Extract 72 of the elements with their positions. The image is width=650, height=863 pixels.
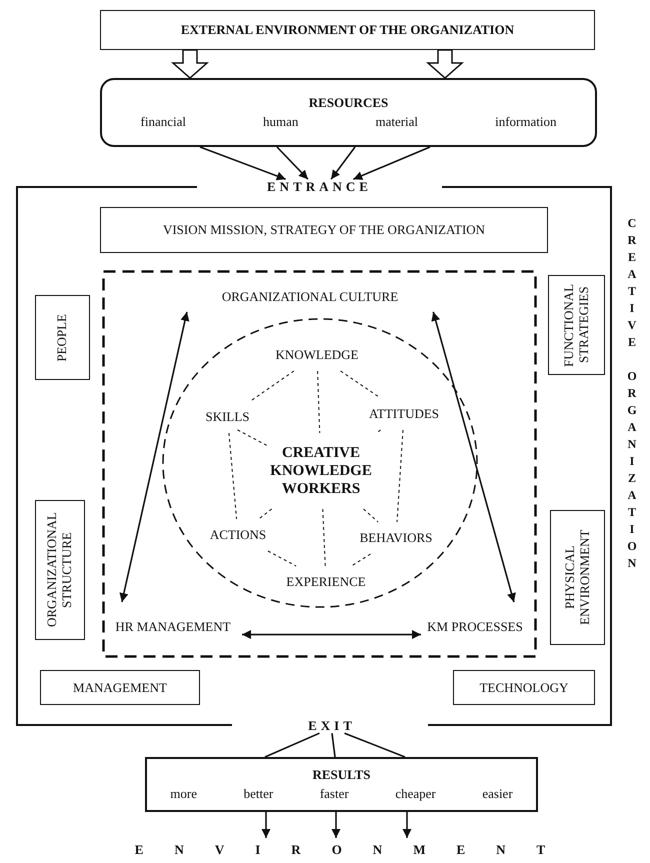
attribute-label: BEHAVIORS — [346, 527, 446, 549]
concept-label: KM PROCESSES — [425, 606, 525, 648]
category-label: information — [495, 114, 556, 130]
dashed-circle — [162, 318, 478, 608]
exit-label: EXIT — [232, 712, 428, 740]
strategy-box — [100, 207, 548, 253]
connector-line — [264, 732, 320, 758]
attribute-label: ATTITUDES — [355, 403, 453, 425]
arrow — [262, 812, 270, 838]
attribute-label: ACTIONS — [198, 524, 278, 546]
factor-box — [35, 295, 90, 380]
category-label: more — [170, 786, 198, 802]
arrow — [119, 312, 190, 602]
factor-box — [550, 510, 605, 645]
box-text: FUNCTIONAL STRATEGIES — [562, 282, 592, 369]
resources-box — [100, 78, 597, 147]
category-label: material — [375, 114, 418, 130]
environment-label: ENVIRONMENT — [110, 838, 570, 862]
attribute-label: EXPERIENCE — [272, 571, 380, 593]
arrow — [332, 812, 340, 838]
factor-box — [548, 275, 605, 375]
center-label: CREATIVE KNOWLEDGE WORKERS — [262, 438, 380, 504]
arrow — [330, 146, 356, 180]
arrow — [431, 312, 516, 602]
arrow — [200, 146, 286, 180]
attribute-label: KNOWLEDGE — [262, 344, 372, 366]
box-text: MANAGEMENT — [73, 680, 167, 696]
category-label: cheaper — [395, 786, 436, 802]
box-heading: RESOURCES — [308, 95, 388, 111]
category-label: faster — [320, 786, 349, 802]
arrow — [402, 812, 412, 838]
dotted-line — [267, 550, 297, 566]
dotted-line — [258, 508, 272, 520]
concept-label: HR MANAGEMENT — [108, 606, 238, 648]
arrow — [242, 630, 421, 640]
category-label: human — [263, 114, 298, 130]
dotted-line — [228, 432, 238, 520]
dotted-line — [396, 430, 404, 522]
box-heading: RESULTS — [312, 767, 371, 783]
dotted-line — [317, 370, 320, 434]
category-label: easier — [482, 786, 513, 802]
block-arrow — [426, 49, 464, 79]
arrow — [276, 146, 309, 180]
dashed-frame — [102, 270, 537, 658]
category-label: financial — [140, 114, 186, 130]
dotted-line — [376, 430, 382, 434]
factor-box — [40, 670, 200, 705]
connector-line — [344, 732, 406, 758]
connector-line — [331, 733, 336, 758]
heading-box — [100, 10, 595, 50]
category-label: better — [244, 786, 274, 802]
dotted-line — [250, 370, 294, 402]
factor-box — [35, 500, 85, 640]
vertical-title: CREATIVE ORGANIZATION — [624, 216, 639, 575]
arrow — [353, 146, 430, 180]
concept-label: ORGANIZATIONAL CULTURE — [180, 286, 440, 308]
box-text: VISION MISSION, STRATEGY OF THE ORGANIZATION — [162, 222, 486, 238]
dotted-line — [340, 370, 381, 398]
factor-box — [453, 670, 595, 705]
box-text: EXTERNAL ENVIRONMENT OF THE ORGANIZATION — [180, 22, 514, 38]
dotted-line — [363, 508, 379, 522]
entrance-label: ENTRANCE — [195, 172, 440, 202]
dotted-line — [237, 429, 268, 447]
box-text: ORGANIZATIONAL STRUCTURE — [45, 512, 75, 630]
box-text: PEOPLE — [55, 314, 70, 362]
dotted-line — [322, 508, 326, 566]
box-text: TECHNOLOGY — [480, 680, 568, 696]
dotted-line — [350, 554, 372, 566]
results-box — [145, 757, 538, 812]
block-arrow — [171, 49, 209, 79]
attribute-label: SKILLS — [195, 406, 260, 428]
box-text: PHYSICAL ENVIRONMENT — [562, 528, 592, 628]
